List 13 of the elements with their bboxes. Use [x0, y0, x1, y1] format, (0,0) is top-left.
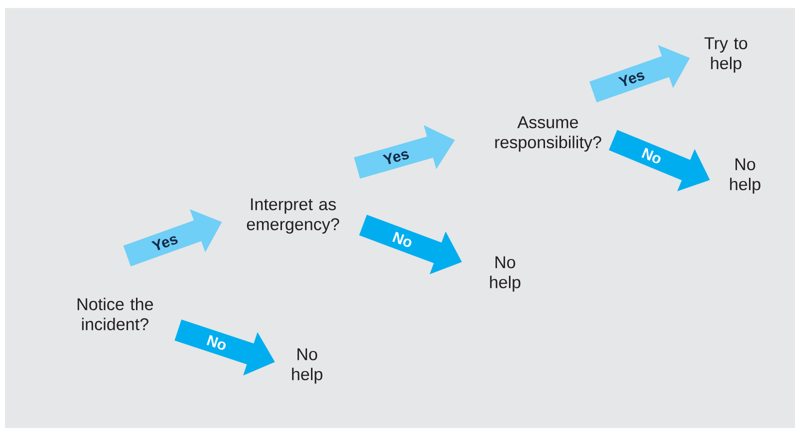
edge-label: No: [642, 148, 661, 164]
question-text: Try to help: [704, 37, 748, 73]
question-text: No help: [490, 256, 520, 292]
question-text: Notice the incident?: [78, 298, 153, 330]
question-text: No help: [730, 158, 760, 194]
question-text: No help: [292, 348, 322, 384]
question-text: Interpret as emergency?: [246, 198, 340, 234]
edge-label: Yes: [151, 236, 178, 250]
edge-label: No: [206, 335, 226, 350]
edge-label: Yes: [618, 72, 644, 86]
edge-label: No: [392, 232, 412, 247]
edge-label: Yes: [382, 151, 409, 164]
question-text: Assume responsibility?: [495, 116, 602, 152]
